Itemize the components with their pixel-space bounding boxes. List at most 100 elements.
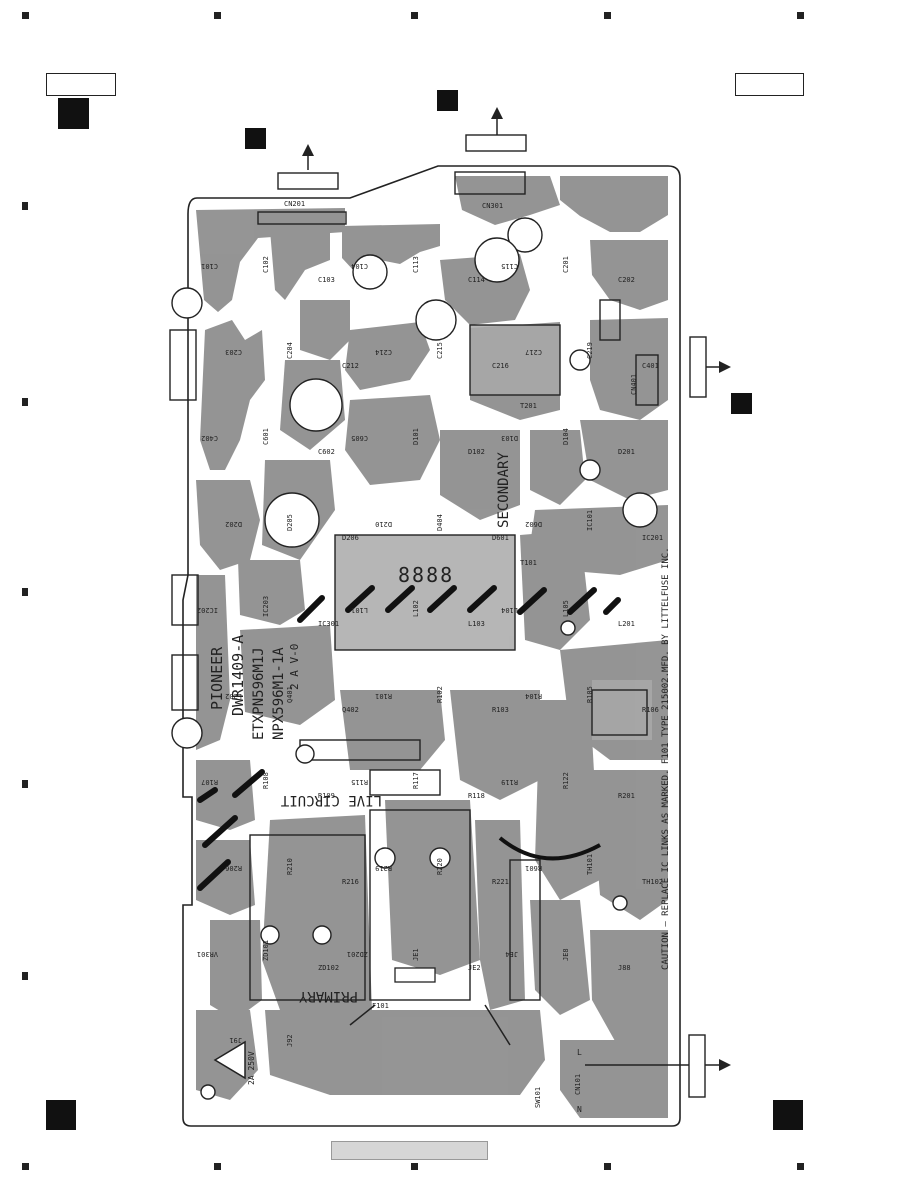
marker-square-a (58, 98, 89, 129)
primary-arc (498, 836, 601, 861)
designator-je1: JE1 (412, 948, 420, 961)
designator-c201: C201 (562, 256, 570, 273)
designator-ic202: IC202 (197, 606, 218, 614)
cn301-label: CN301 (482, 202, 503, 210)
designator-r206: R206 (225, 864, 242, 872)
designator-r104: R104 (525, 692, 542, 700)
designator-r220: R220 (436, 858, 444, 875)
designator-vr301: VR301 (197, 950, 218, 958)
designator-c113: C113 (412, 256, 420, 273)
fuse-warning-triangle (213, 1040, 246, 1080)
connector-box-right (689, 336, 707, 398)
part-text-1: ETXPN596M1J (251, 647, 267, 740)
edge-mark-left-4 (22, 780, 28, 788)
designator-je8: JE8 (562, 948, 570, 961)
designator-d201: D201 (618, 448, 635, 456)
designator-c214: C214 (375, 348, 392, 356)
designator-ic301: IC301 (318, 620, 339, 628)
designator-r601: R601 (525, 864, 542, 872)
connector-box-cn201 (277, 172, 339, 190)
edge-mark-left-2 (22, 398, 28, 406)
edge-mark-left-3 (22, 588, 28, 596)
designator-c217: C217 (525, 348, 542, 356)
live-circuit-label: LIVE CIRCUIT (280, 792, 382, 808)
designator-r109: R109 (318, 792, 335, 800)
designator-r119: R119 (501, 778, 518, 786)
designator-r107: R107 (201, 778, 218, 786)
designator-c203: C203 (225, 348, 242, 356)
fuse-label: F101 (372, 1002, 389, 1010)
jumper-bars (197, 585, 621, 891)
footer-bar (331, 1141, 488, 1160)
marker-square-c (245, 128, 266, 149)
edge-mark-left-1 (22, 202, 28, 210)
designator-d205: D205 (286, 514, 294, 531)
designator-c215: C215 (436, 342, 444, 359)
designator-d202: D202 (225, 520, 242, 528)
designator-je4: JE4 (505, 950, 518, 958)
designator-d102: D102 (468, 448, 485, 456)
transformer-t201-label: T201 (520, 402, 537, 410)
version-text: 2 A V-0 (288, 644, 301, 690)
cn101-pin-l: L (577, 1048, 582, 1057)
designator-ic201: IC201 (642, 534, 663, 542)
designator-c212: C212 (342, 362, 359, 370)
designator-d103: D103 (501, 434, 518, 442)
cn401-label: CN401 (630, 374, 638, 395)
connector-box-cn101 (688, 1034, 706, 1098)
designator-r201: R201 (618, 792, 635, 800)
registration-mark-bottom-left (22, 1163, 29, 1170)
header-box-right (735, 73, 804, 96)
designator-q401: Q401 (286, 686, 294, 703)
designator-r221: R221 (492, 878, 509, 886)
caution-text: CAUTION — REPLACE IC LINKS AS MARKED. F1… (661, 547, 671, 970)
designator-r219: R219 (375, 864, 392, 872)
designator-r105: R105 (586, 686, 594, 703)
designator-th102: TH102 (642, 878, 663, 886)
designator-r117: R117 (412, 772, 420, 789)
designator-c216: C216 (492, 362, 509, 370)
connector-box-cn301 (465, 134, 527, 152)
cn101-label: CN101 (574, 1074, 582, 1095)
registration-mark-bottom-4 (604, 1163, 611, 1170)
designator-d210: D210 (375, 520, 392, 528)
designator-l105: L105 (562, 600, 570, 617)
registration-mark-bottom-3 (411, 1163, 418, 1170)
designator-r210: R210 (286, 858, 294, 875)
transformer-t101-label: T101 (520, 559, 537, 567)
designator-d101: D101 (412, 428, 420, 445)
registration-mark-bottom-right (797, 1163, 804, 1170)
designator-je2: JE2 (468, 964, 481, 972)
designator-j92: J92 (286, 1034, 294, 1047)
designator-l104: L104 (501, 606, 518, 614)
registration-mark-top-2 (214, 12, 221, 19)
switch-label: SW101 (534, 1087, 542, 1108)
designator-c219: C219 (586, 342, 594, 359)
designator-d602: D602 (525, 520, 542, 528)
designator-ic101: IC101 (586, 510, 594, 531)
designator-r101: R101 (375, 692, 392, 700)
marker-square-f (773, 1100, 803, 1130)
board-number-text: DWR1409-A (229, 635, 247, 716)
designator-c605: C605 (351, 434, 368, 442)
fuse-rating: 2A 250V (247, 1051, 256, 1085)
designator-r103: R103 (492, 706, 509, 714)
cn201-label: CN201 (284, 200, 305, 208)
designator-c114: C114 (468, 276, 485, 284)
designator-j91: J91 (229, 1036, 242, 1044)
cn101-pin-n: N (577, 1105, 582, 1114)
designator-r115: R115 (351, 778, 368, 786)
designator-c101: C101 (201, 262, 218, 270)
designator-th101: TH101 (586, 854, 594, 875)
registration-mark-bottom-2 (214, 1163, 221, 1170)
designator-r122: R122 (562, 772, 570, 789)
designator-c601: C601 (262, 428, 270, 445)
designator-zd101: ZD101 (262, 940, 270, 961)
designator-zd201: ZD201 (347, 950, 368, 958)
component-outlines (169, 171, 659, 1001)
designator-d104: D104 (562, 428, 570, 445)
designator-c204: C204 (286, 342, 294, 359)
registration-mark-top-left (22, 12, 29, 19)
designator-r106: R106 (642, 706, 659, 714)
